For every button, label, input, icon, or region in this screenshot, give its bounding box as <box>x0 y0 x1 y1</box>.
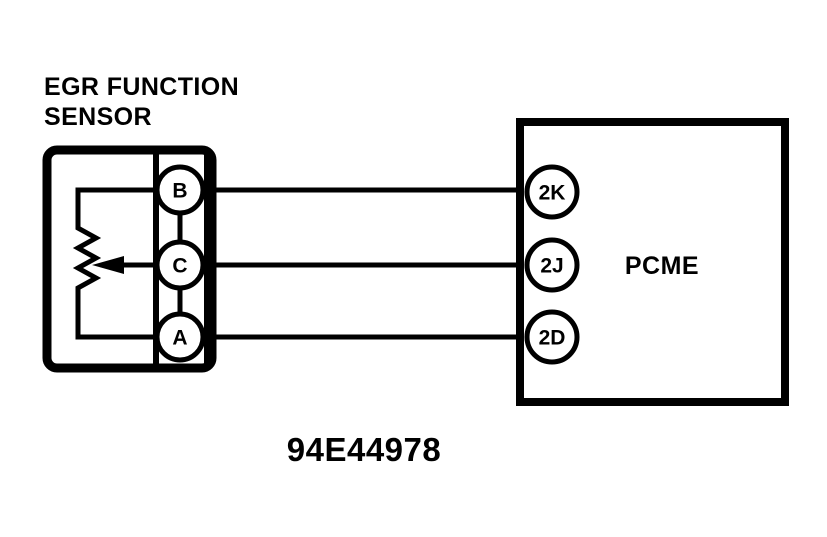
terminal-label-a: A <box>172 327 187 350</box>
wire-harness <box>205 187 533 340</box>
wiper-arrowhead <box>92 256 124 274</box>
pin-label-2k: 2K <box>539 182 566 205</box>
terminal-circle-c[interactable] <box>154 239 206 291</box>
pcme-label: PCME <box>625 252 699 280</box>
sensor-terminals: B C A <box>154 164 206 363</box>
terminal-circle-b[interactable] <box>154 164 206 216</box>
potentiometer-symbol <box>72 187 180 340</box>
terminal-label-b: B <box>172 180 187 203</box>
sensor-title-line-2: SENSOR <box>44 103 152 131</box>
diagram-caption: 94E44978 <box>287 431 441 468</box>
pin-circle-2j[interactable] <box>524 237 580 293</box>
resistor-element <box>72 212 102 312</box>
terminal-circle-a[interactable] <box>154 311 206 363</box>
terminal-label-c: C <box>172 255 187 278</box>
pin-circle-2k[interactable] <box>524 164 580 220</box>
trace-terminal-a <box>75 312 180 340</box>
pcme-pins: 2K 2J 2D <box>524 164 580 365</box>
sensor-title-line-1: EGR FUNCTION <box>44 73 239 101</box>
pin-circle-2d[interactable] <box>524 309 580 365</box>
pin-label-2d: 2D <box>539 327 566 350</box>
pin-label-2j: 2J <box>540 255 563 278</box>
